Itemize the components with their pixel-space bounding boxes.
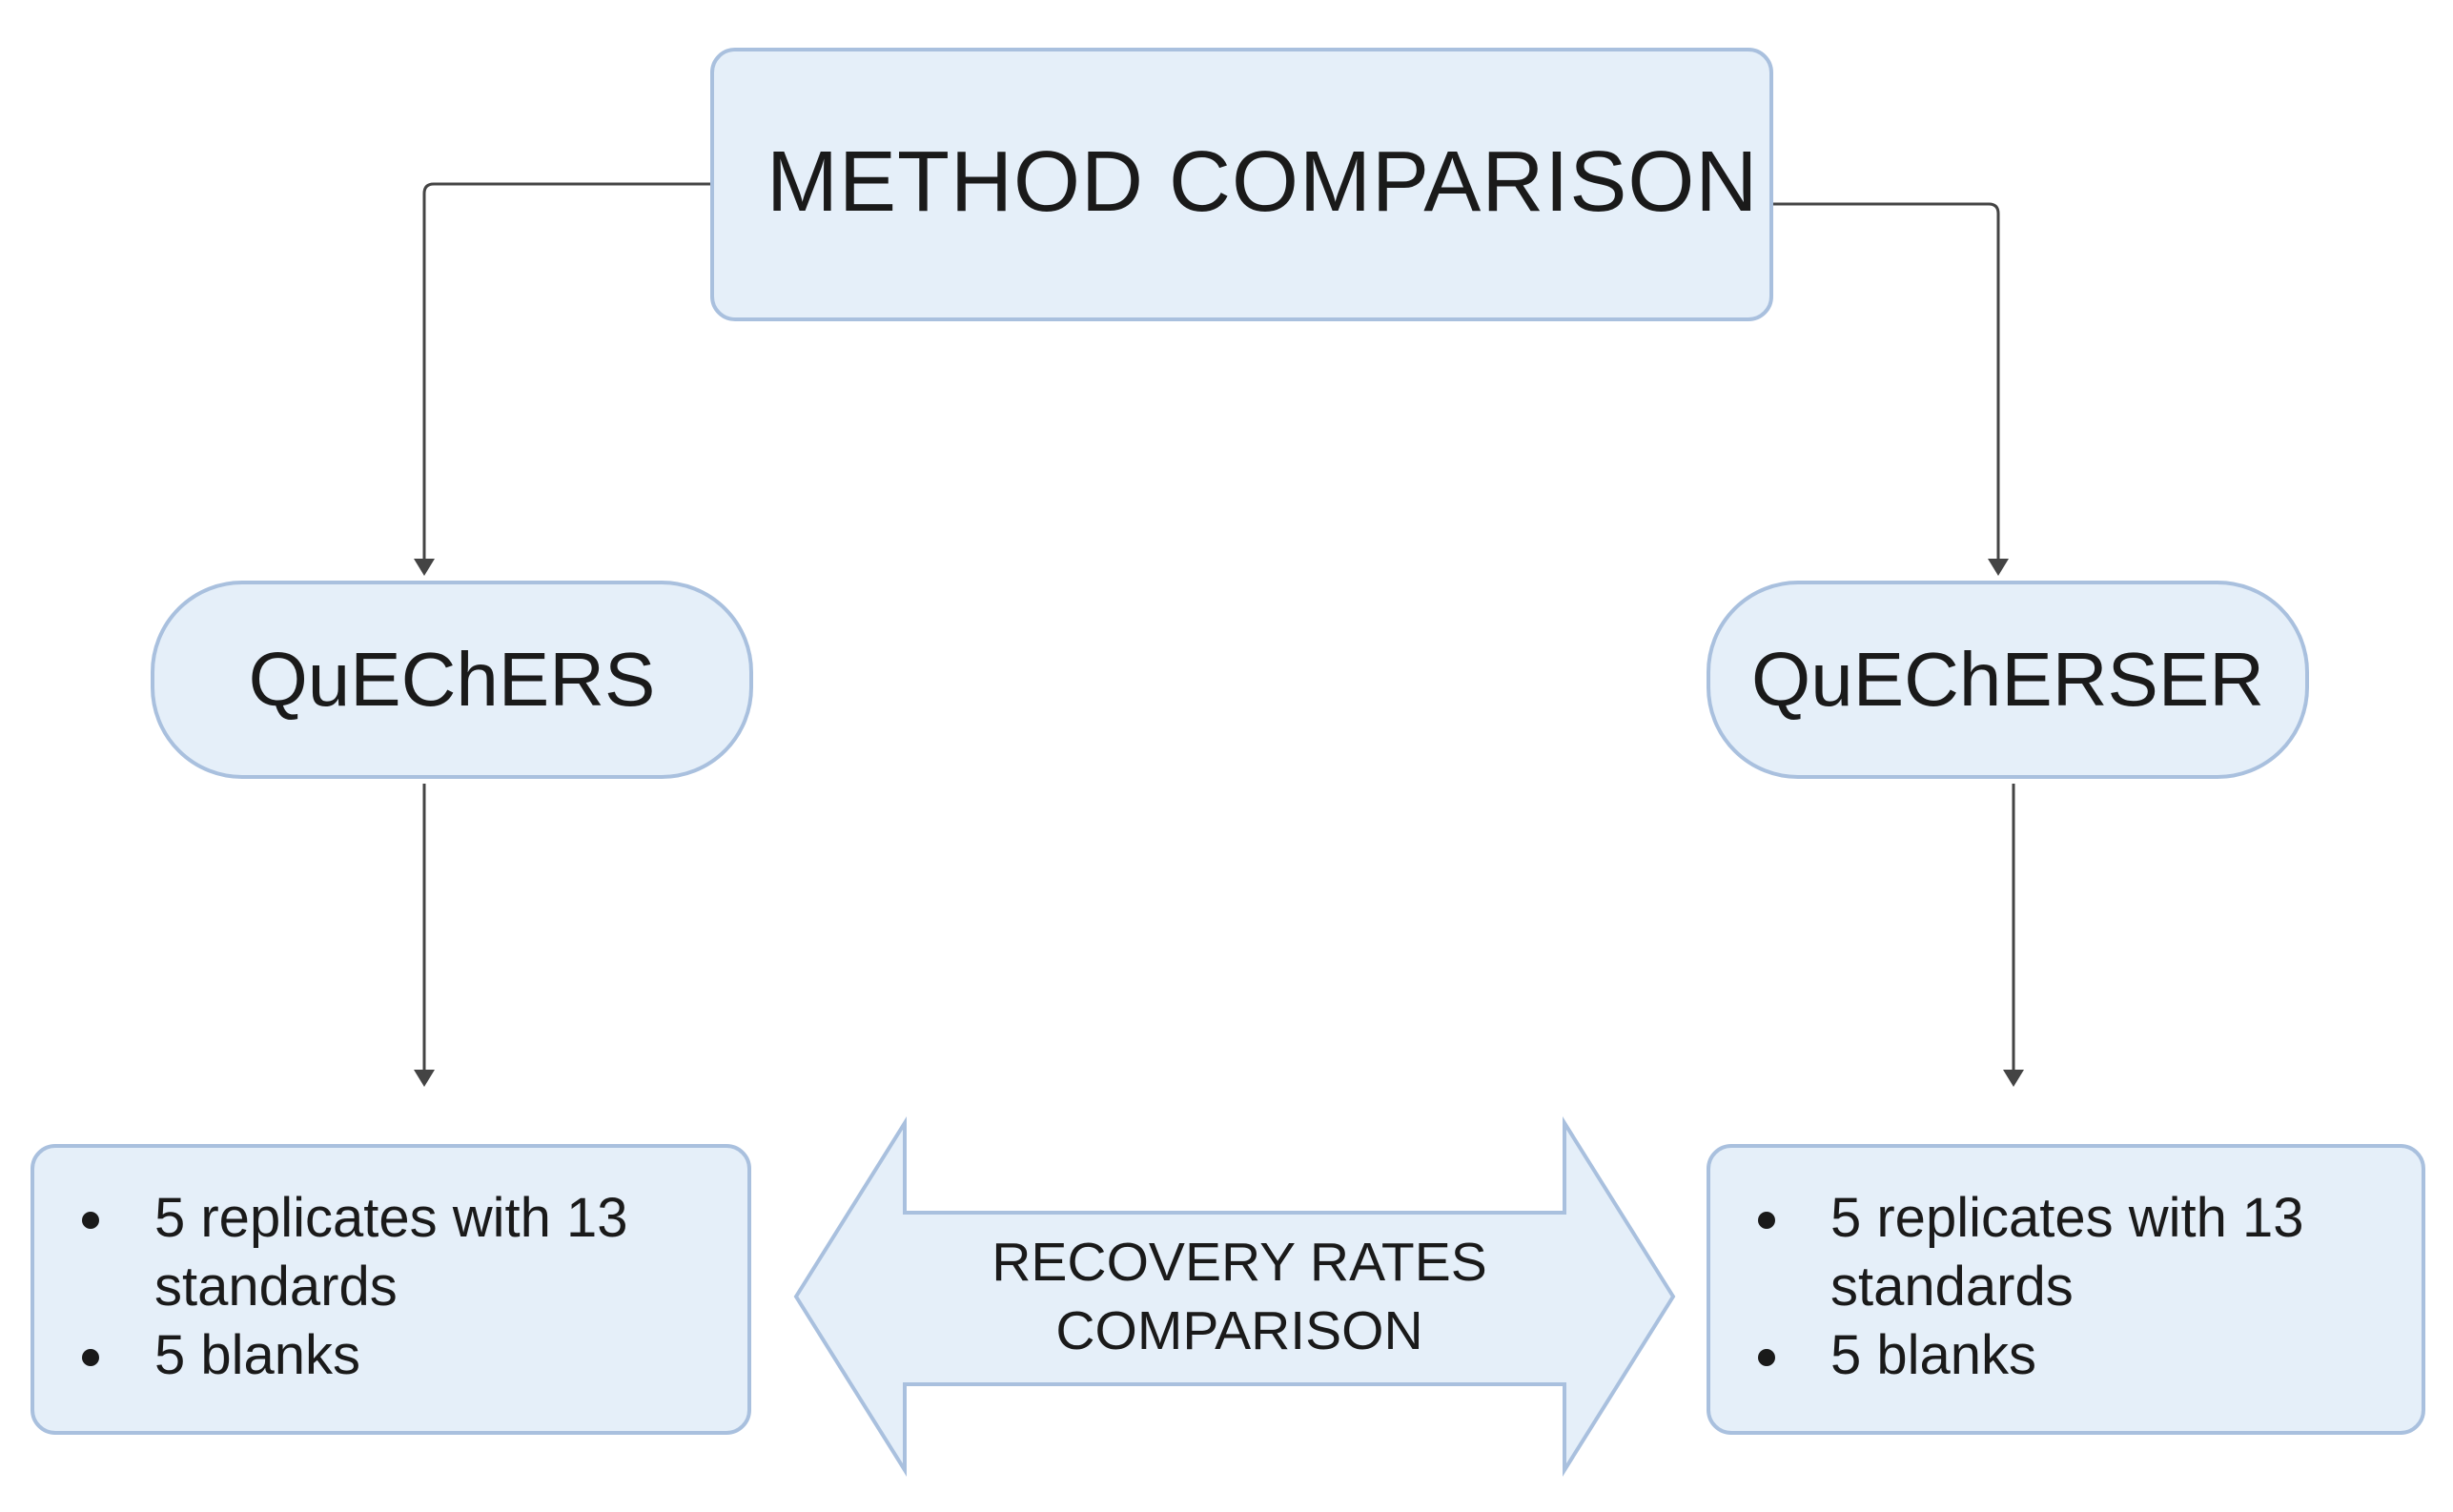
- quechers-details-box: 5 replicates with 13 standards 5 blanks: [31, 1144, 751, 1435]
- quechers-er-label: QuEChERSER: [1751, 637, 2264, 722]
- arrowhead-right-box: [2003, 1070, 2024, 1087]
- bullet-icon: [82, 1349, 99, 1366]
- arrowhead-quechers: [414, 559, 435, 576]
- quechers-er-node: QuEChERSER: [1707, 581, 2309, 779]
- arrowhead-quechers-er: [1988, 559, 2009, 576]
- recovery-rates-comparison-label: RECOVERY RATES COMPARISON: [896, 1228, 1583, 1365]
- bullet-icon: [1758, 1212, 1775, 1229]
- list-item: 5 replicates with 13 standards: [1737, 1184, 2402, 1321]
- bullet-icon: [82, 1212, 99, 1229]
- center-label-line-1: RECOVERY RATES: [991, 1232, 1487, 1293]
- double-arrow-shape: [793, 1116, 1676, 1477]
- center-label-line-2: COMPARISON: [1055, 1300, 1423, 1361]
- arrowhead-left-box: [414, 1070, 435, 1087]
- method-comparison-node: METHOD COMPARISON: [710, 48, 1773, 321]
- list-item: 5 blanks: [61, 1321, 728, 1390]
- list-item-text: 5 blanks: [1830, 1324, 2037, 1386]
- quechers-label: QuEChERS: [248, 637, 656, 722]
- bullet-icon: [1758, 1349, 1775, 1366]
- list-item-text: 5 blanks: [154, 1324, 361, 1386]
- quechers-node: QuEChERS: [151, 581, 753, 779]
- method-comparison-label: METHOD COMPARISON: [767, 134, 1759, 230]
- quechers-er-details-list: 5 replicates with 13 standards 5 blanks: [1737, 1184, 2402, 1390]
- quechers-er-details-box: 5 replicates with 13 standards 5 blanks: [1707, 1144, 2425, 1435]
- list-item: 5 blanks: [1737, 1321, 2402, 1390]
- connector-top-to-quechers-er: [1773, 202, 2000, 562]
- list-item-text: 5 replicates with 13 standards: [154, 1187, 628, 1318]
- list-item-text: 5 replicates with 13 standards: [1830, 1187, 2304, 1318]
- list-item: 5 replicates with 13 standards: [61, 1184, 728, 1321]
- quechers-details-list: 5 replicates with 13 standards 5 blanks: [61, 1184, 728, 1390]
- connector-top-to-quechers: [422, 182, 710, 562]
